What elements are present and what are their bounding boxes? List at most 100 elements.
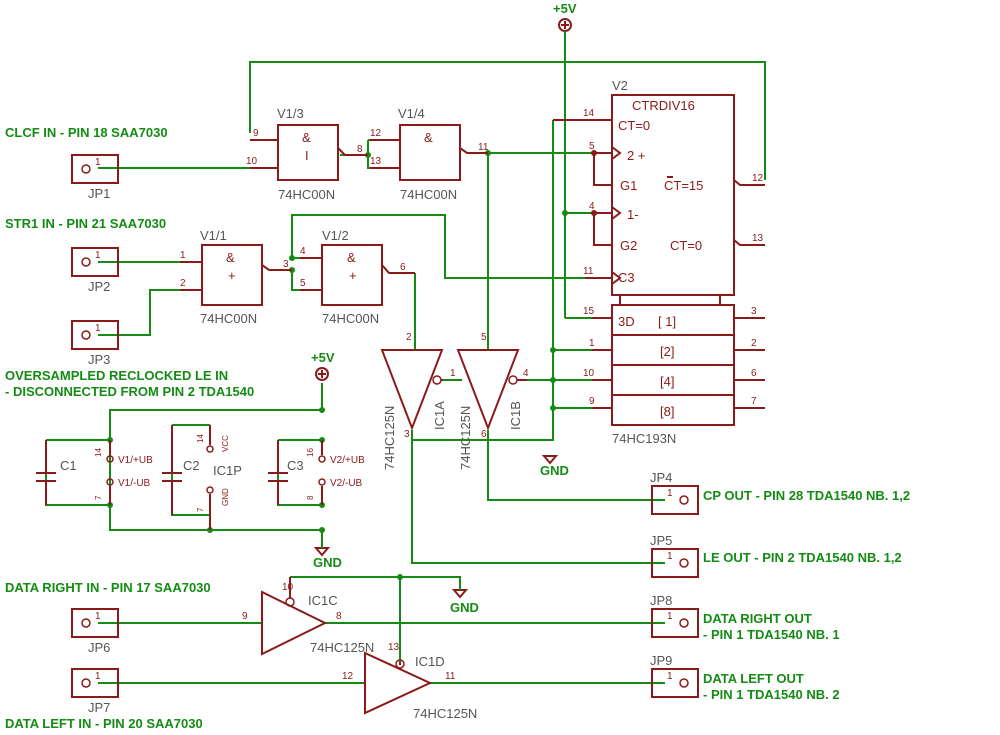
- svg-text:10: 10: [282, 582, 294, 593]
- svg-text:V1/4: V1/4: [398, 106, 425, 121]
- svg-text:I: I: [305, 148, 309, 163]
- capacitor-c1[interactable]: C1: [36, 440, 77, 505]
- svg-text:3: 3: [404, 429, 410, 440]
- gnd-symbol-supply: [313, 547, 331, 557]
- supply-v1[interactable]: 14 V1/+UB 7 V1/-UB: [94, 440, 153, 505]
- svg-text:V2: V2: [612, 78, 628, 93]
- svg-text:8: 8: [306, 495, 315, 500]
- svg-text:G1: G1: [620, 178, 637, 193]
- jumper-jp1[interactable]: 1 JP1: [71, 154, 119, 201]
- counter-v2[interactable]: V2 CTRDIV16 CT=0 2 + G1 CT=15 1- G2 CT=0…: [553, 78, 765, 446]
- svg-text:7: 7: [196, 507, 205, 512]
- svg-text:6: 6: [400, 262, 406, 273]
- svg-text:JP4: JP4: [650, 470, 672, 485]
- svg-text:14: 14: [94, 448, 103, 457]
- data-right-out-pin: - PIN 1 TDA1540 NB. 1: [703, 627, 840, 642]
- svg-text:3D: 3D: [618, 314, 635, 329]
- svg-text:12: 12: [342, 671, 354, 682]
- svg-text:12: 12: [370, 128, 382, 139]
- svg-text:V1/1: V1/1: [200, 228, 227, 243]
- capacitor-c3[interactable]: C3: [268, 440, 304, 505]
- svg-text:2 +: 2 +: [627, 148, 645, 163]
- vcc-mid-symbol: [315, 367, 329, 381]
- svg-text:1: 1: [667, 551, 673, 562]
- jumper-jp6[interactable]: 1 JP6: [71, 608, 119, 655]
- svg-text:+: +: [228, 268, 236, 283]
- svg-text:JP2: JP2: [88, 279, 110, 294]
- svg-text:V2/+UB: V2/+UB: [330, 455, 365, 466]
- data-left-out-pin: - PIN 1 TDA1540 NB. 2: [703, 687, 840, 702]
- svg-text:11: 11: [583, 266, 594, 277]
- svg-text:10: 10: [246, 156, 258, 167]
- svg-text:74HC125N: 74HC125N: [413, 706, 477, 721]
- vcc-top-label: +5V: [553, 1, 577, 16]
- svg-text:JP3: JP3: [88, 352, 110, 367]
- svg-text:1: 1: [95, 671, 101, 682]
- svg-text:JP7: JP7: [88, 700, 110, 715]
- svg-text:JP6: JP6: [88, 640, 110, 655]
- svg-text:&: &: [424, 130, 433, 145]
- svg-text:JP8: JP8: [650, 593, 672, 608]
- svg-text:74HC193N: 74HC193N: [612, 431, 676, 446]
- svg-text:V2/-UB: V2/-UB: [330, 478, 363, 489]
- supply-ic1p[interactable]: 14 VCC IC1P 7 GND: [196, 425, 242, 530]
- clcf-in-label: CLCF IN - PIN 18 SAA7030: [5, 125, 168, 140]
- svg-text:1: 1: [95, 157, 101, 168]
- jumper-jp8[interactable]: 1 JP8: [650, 593, 699, 638]
- svg-text:15: 15: [583, 306, 595, 317]
- cp-out-label: CP OUT - PIN 28 TDA1540 NB. 1,2: [703, 488, 910, 503]
- svg-text:7: 7: [94, 495, 103, 500]
- gate-v1-1[interactable]: V1/1 & + 12 3 74HC00N: [180, 228, 292, 326]
- gnd-label-supply: GND: [313, 555, 342, 570]
- svg-text:C3: C3: [618, 270, 635, 285]
- svg-text:5: 5: [300, 278, 306, 289]
- svg-text:1: 1: [667, 488, 673, 499]
- buffer-ic1b[interactable]: 5 4 6 IC1B 74HC125N: [456, 332, 529, 470]
- gnd-symbol-counter: [541, 455, 559, 465]
- buffer-ic1a[interactable]: 2 1 3 IC1A 74HC125N: [380, 332, 456, 470]
- svg-text:14: 14: [583, 108, 595, 119]
- svg-text:2: 2: [751, 338, 757, 349]
- svg-text:1: 1: [667, 611, 673, 622]
- capacitor-c2[interactable]: C2: [162, 425, 200, 515]
- svg-text:14: 14: [196, 434, 205, 443]
- svg-text:1: 1: [450, 368, 456, 379]
- svg-text:JP5: JP5: [650, 533, 672, 548]
- jumper-jp7[interactable]: 1 JP7: [71, 668, 119, 715]
- svg-text:11: 11: [445, 671, 456, 682]
- gnd-label-counter: GND: [540, 463, 569, 478]
- svg-text:4: 4: [300, 246, 306, 257]
- svg-text:3: 3: [283, 259, 289, 270]
- jumper-jp2[interactable]: 1 JP2: [71, 247, 119, 294]
- gate-v1-2[interactable]: V1/2 & + 45 6 74HC00N: [300, 228, 415, 326]
- jumper-jp9[interactable]: 1 JP9: [650, 653, 699, 698]
- svg-text:4: 4: [589, 201, 595, 212]
- svg-text:G2: G2: [620, 238, 637, 253]
- jumper-jp3[interactable]: 1 JP3: [71, 320, 119, 367]
- svg-text:74HC125N: 74HC125N: [458, 406, 473, 470]
- jumper-jp5[interactable]: 1 JP5: [650, 533, 699, 578]
- supply-v2[interactable]: 16 V2/+UB 8 V2/-UB: [306, 440, 365, 505]
- svg-text:&: &: [226, 250, 235, 265]
- svg-text:1-: 1-: [627, 207, 639, 222]
- svg-text:C3: C3: [287, 458, 304, 473]
- svg-text:CTRDIV16: CTRDIV16: [632, 98, 695, 113]
- vcc-mid-label: +5V: [311, 350, 335, 365]
- str1-in-label: STR1 IN - PIN 21 SAA7030: [5, 216, 166, 231]
- svg-text:8: 8: [336, 611, 342, 622]
- svg-text:9: 9: [589, 396, 595, 407]
- svg-text:V1/+UB: V1/+UB: [118, 455, 153, 466]
- svg-text:[4]: [4]: [660, 374, 674, 389]
- jumper-jp4[interactable]: 1 JP4: [650, 470, 699, 515]
- svg-text:1: 1: [95, 250, 101, 261]
- svg-text:1: 1: [180, 250, 186, 261]
- svg-text:5: 5: [589, 141, 595, 152]
- svg-text:GND: GND: [221, 488, 230, 506]
- svg-text:1: 1: [667, 671, 673, 682]
- gnd-label-buffer: GND: [450, 600, 479, 615]
- svg-text:11: 11: [478, 142, 489, 153]
- gate-v1-3[interactable]: V1/3 & I 910 8 74HC00N: [246, 106, 368, 202]
